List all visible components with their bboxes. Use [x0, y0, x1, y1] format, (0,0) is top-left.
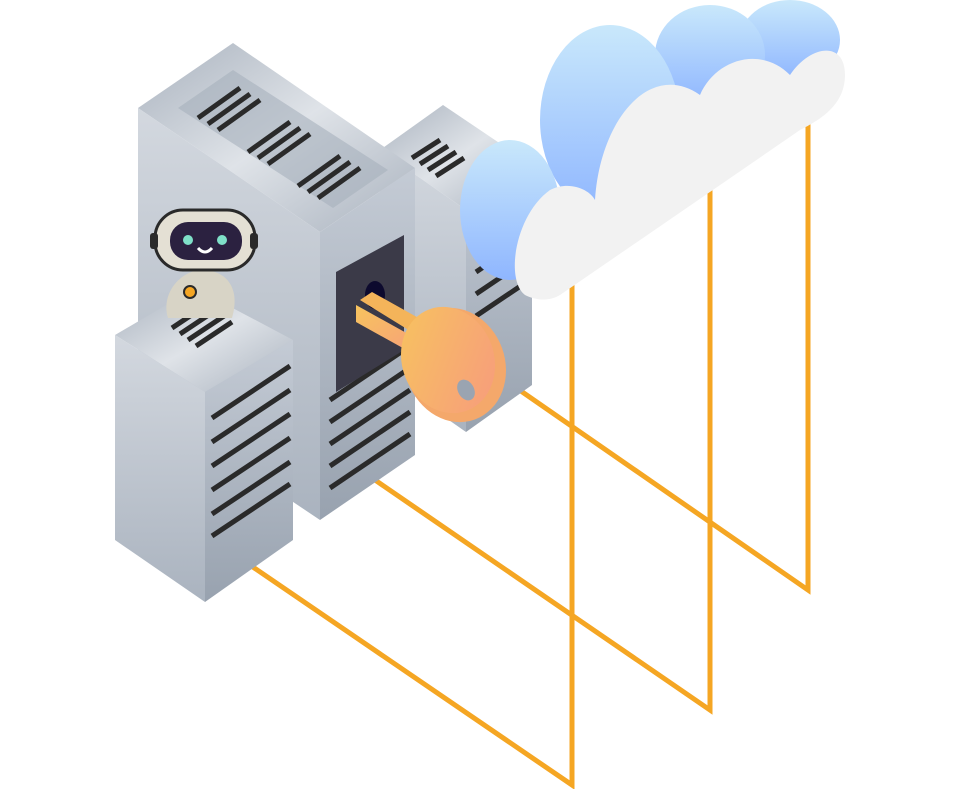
cloud-icon — [460, 0, 845, 300]
connector-3 — [502, 112, 811, 595]
connector-1 — [247, 282, 575, 789]
server-front — [115, 288, 293, 602]
connector-2 — [372, 182, 713, 715]
connection-lines — [247, 112, 811, 789]
key-icon — [356, 292, 507, 423]
robot-mascot — [150, 208, 258, 318]
